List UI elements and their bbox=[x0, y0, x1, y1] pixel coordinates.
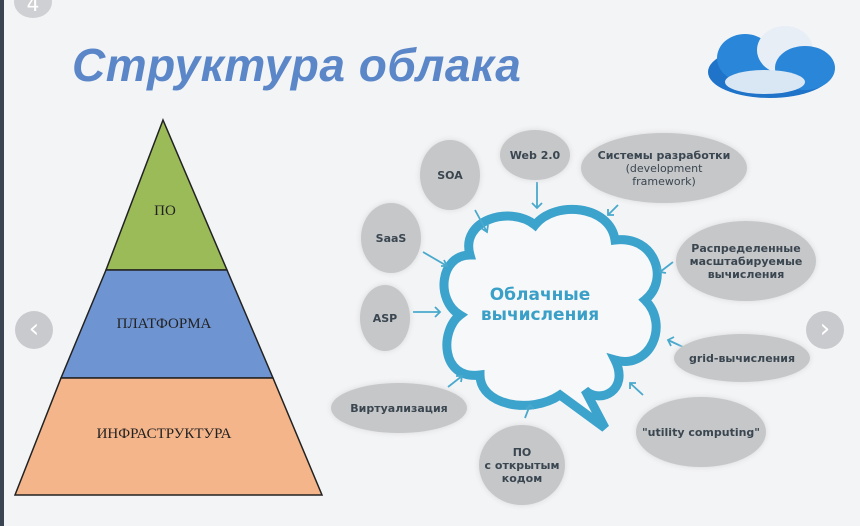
bubble-virtualization: Виртуализация bbox=[331, 383, 467, 433]
slide-title: Структура облака bbox=[72, 39, 522, 91]
bubble-grid: grid-вычисления bbox=[674, 334, 810, 382]
center-line-2: вычисления bbox=[480, 305, 600, 325]
bubble-saas: SaaS bbox=[361, 203, 421, 273]
pyramid-label-infrastructure: ИНФРАСТРУКТУРА bbox=[96, 426, 232, 442]
slide-number-badge: 4 bbox=[14, 0, 52, 18]
center-label: Облачные вычисления bbox=[470, 285, 610, 325]
prev-image-button[interactable]: ‹ bbox=[15, 311, 53, 349]
pyramid-level-software bbox=[104, 117, 229, 271]
central-cloud bbox=[439, 204, 662, 432]
bubble-web20: Web 2.0 bbox=[500, 130, 570, 180]
bubble-utility-computing: "utility computing" bbox=[636, 397, 766, 467]
center-line-1: Облачные bbox=[489, 285, 591, 305]
cloud-logo-icon bbox=[708, 26, 835, 98]
next-image-button[interactable]: › bbox=[806, 311, 844, 349]
pyramid bbox=[13, 117, 324, 496]
pyramid-label-software: ПО bbox=[154, 203, 176, 219]
bubble-soa: SOA bbox=[420, 140, 480, 210]
arrows bbox=[413, 182, 684, 419]
left-edge bbox=[0, 0, 4, 526]
pyramid-level-infrastructure bbox=[13, 377, 324, 496]
pyramid-label-platform: ПЛАТФОРМА bbox=[116, 316, 212, 332]
bubble-asp: ASP bbox=[360, 285, 410, 351]
